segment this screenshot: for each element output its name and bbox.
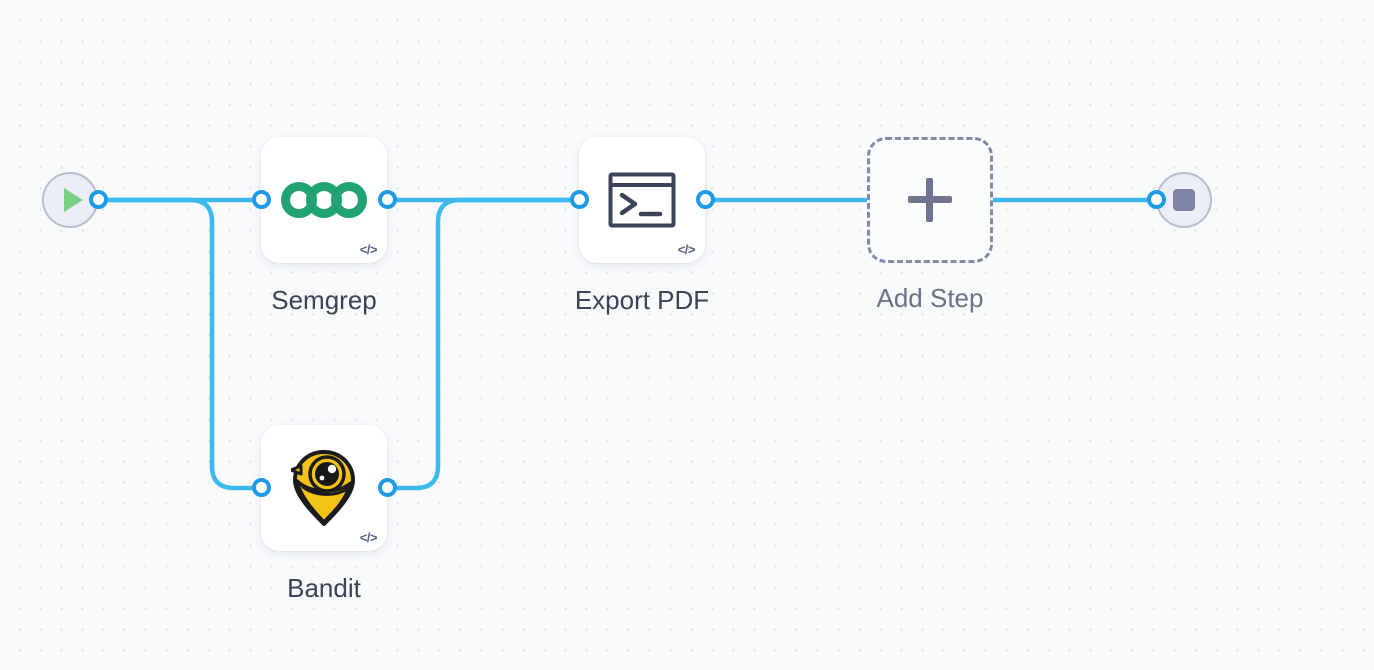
bandit-input-port[interactable] <box>252 478 271 497</box>
bandit-logo-icon <box>261 425 387 551</box>
semgrep-logo-icon <box>261 137 387 263</box>
end-node[interactable] <box>1156 172 1212 228</box>
export-pdf-input-port[interactable] <box>570 190 589 209</box>
start-node[interactable] <box>42 172 98 228</box>
edge-start-to-bandit <box>96 197 264 491</box>
stop-icon <box>1173 189 1195 211</box>
semgrep-rings-icon <box>281 182 367 218</box>
export-pdf-output-port[interactable] <box>696 190 715 209</box>
node-label-bandit: Bandit <box>287 573 361 603</box>
code-badge-icon: </> <box>677 242 696 257</box>
semgrep-input-port[interactable] <box>252 190 271 209</box>
edge-bandit-to-exportpdf <box>384 197 582 491</box>
node-label-export-pdf: Export PDF <box>574 285 710 315</box>
terminal-window-icon <box>608 172 676 228</box>
node-label-semgrep: Semgrep <box>271 285 377 315</box>
code-badge-icon: </> <box>359 530 378 545</box>
code-badge-icon: </> <box>359 242 378 257</box>
start-output-port[interactable] <box>89 190 108 209</box>
node-export-pdf[interactable]: </> <box>579 137 705 263</box>
bandit-output-port[interactable] <box>378 478 397 497</box>
add-step-button[interactable] <box>867 137 993 263</box>
plus-icon <box>908 178 952 222</box>
bandit-mascot-icon <box>291 450 355 526</box>
node-bandit[interactable]: </> <box>261 425 387 551</box>
terminal-icon <box>579 137 705 263</box>
add-step-label: Add Step <box>876 283 984 313</box>
semgrep-output-port[interactable] <box>378 190 397 209</box>
play-icon <box>63 188 83 212</box>
node-semgrep[interactable]: </> <box>261 137 387 263</box>
end-input-port[interactable] <box>1147 190 1166 209</box>
